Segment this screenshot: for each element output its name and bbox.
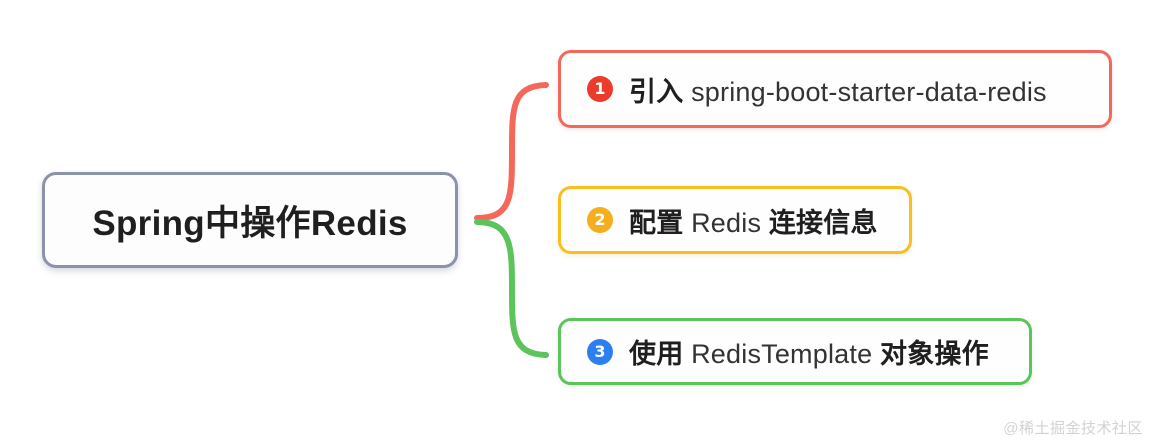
watermark: @稀土掘金技术社区 — [1003, 420, 1143, 437]
branch-node-1[interactable]: 1 引入 spring-boot-starter-data-redis — [558, 50, 1112, 128]
branch-2-label: 配置 Redis 连接信息 — [629, 201, 878, 240]
branch-1-label-cjk: 引入 — [629, 76, 684, 107]
connector-to-branch-1 — [474, 82, 549, 221]
branch-3-label-cjk-tail: 对象操作 — [880, 339, 989, 369]
branch-2-label-cjk: 配置 — [629, 207, 684, 238]
branch-2-badge: 2 — [587, 207, 613, 233]
branch-3-badge: 3 — [587, 338, 613, 365]
branch-2-label-latin: Redis — [691, 207, 762, 238]
branch-1-label: 引入 spring-boot-starter-data-redis — [629, 70, 1047, 109]
root-node[interactable]: Spring中操作Redis — [42, 172, 458, 268]
branch-node-2[interactable]: 2 配置 Redis 连接信息 — [558, 186, 912, 254]
root-node-label: Spring中操作Redis — [92, 203, 408, 243]
branch-1-badge: 1 — [587, 76, 613, 102]
connector-to-branch-3 — [474, 219, 549, 358]
branch-1-label-latin: spring-boot-starter-data-redis — [691, 76, 1047, 107]
branch-3-label-cjk: 使用 — [629, 339, 684, 369]
branch-3-label-latin: RedisTemplate — [691, 339, 873, 369]
branch-node-3[interactable]: 3 使用 RedisTemplate 对象操作 — [558, 318, 1032, 385]
branch-3-label: 使用 RedisTemplate 对象操作 — [629, 332, 989, 371]
branch-2-label-cjk-tail: 连接信息 — [768, 207, 878, 238]
